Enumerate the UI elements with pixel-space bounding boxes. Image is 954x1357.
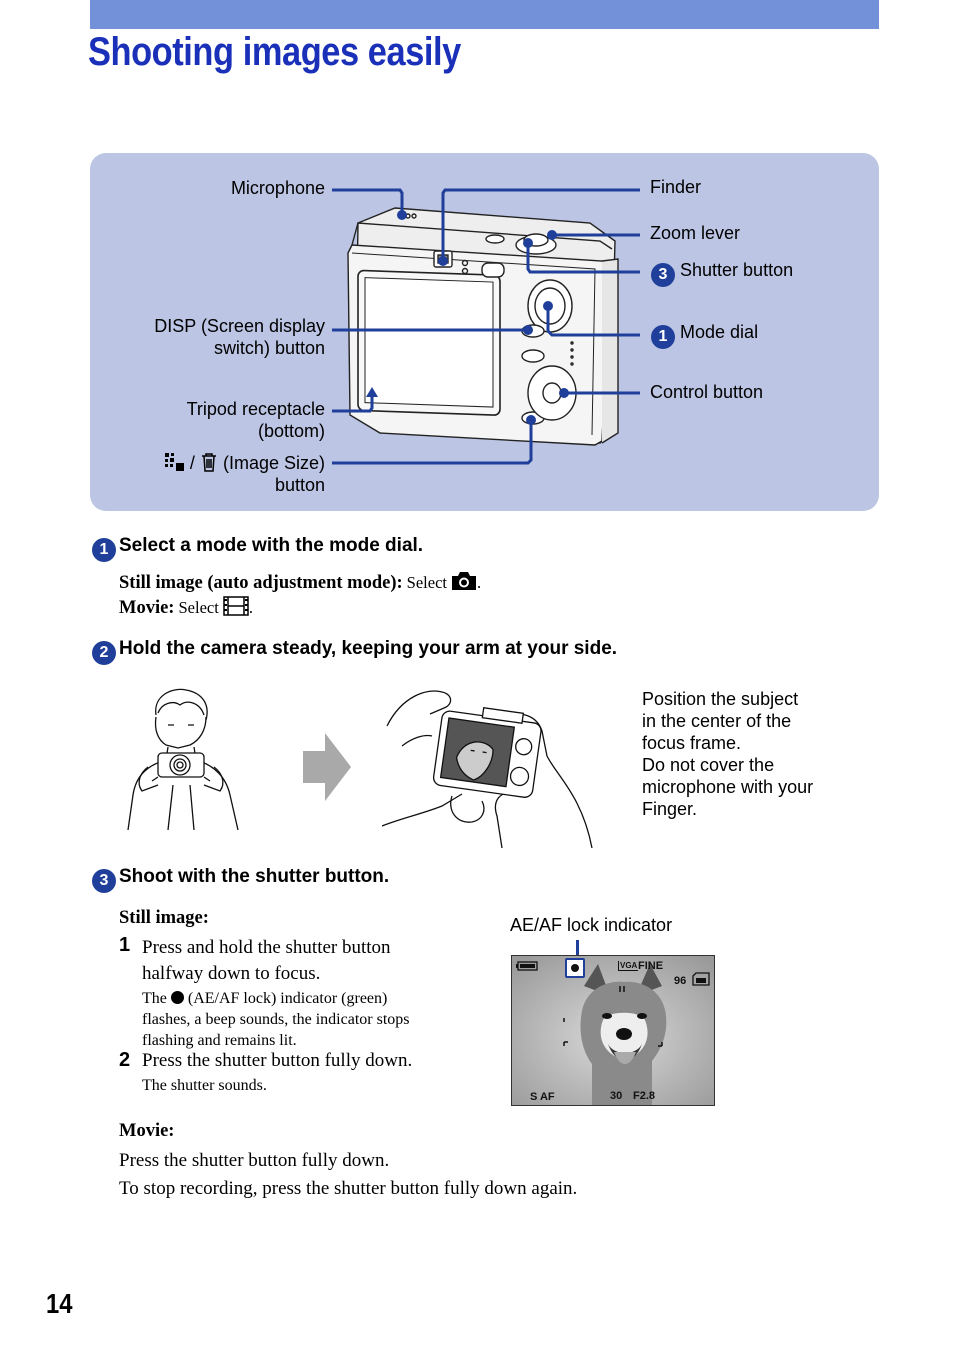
label-image-size-text: (Image Size) xyxy=(222,453,325,473)
label-mode-dial: 1 Mode dial xyxy=(651,321,758,349)
header-bar xyxy=(90,0,879,29)
label-tripod-line2: (bottom) xyxy=(257,421,325,441)
item1-note-line2: flashes, a beep sounds, the indicator st… xyxy=(142,1011,410,1028)
movie-line2: To stop recording, press the shutter but… xyxy=(119,1178,578,1199)
label-image-size-line2: button xyxy=(274,475,325,495)
movie-select-text: Select xyxy=(178,598,219,617)
slash-separator: / xyxy=(189,453,195,473)
note-line: Do not cover the xyxy=(642,755,775,775)
label-finder: Finder xyxy=(650,177,702,197)
label-disp-button: DISP (Screen display switch) button xyxy=(154,315,325,359)
lcd-focus-mode: S AF xyxy=(530,1091,555,1103)
dog-photo xyxy=(512,956,714,1105)
step-number-badge: 3 xyxy=(92,869,116,893)
step-number-badge: 1 xyxy=(92,538,116,562)
lcd-fine: FINE xyxy=(638,960,664,972)
item1-note-line1: The (AE/AF lock) indicator (green) xyxy=(142,988,410,1009)
hands-holding-camera-illustration xyxy=(382,690,593,848)
ae-af-lock-dot-icon xyxy=(170,991,184,1004)
item1-note-a: The xyxy=(142,990,167,1007)
arrow-right-icon xyxy=(303,733,351,801)
page-title: Shooting images easily xyxy=(88,30,461,74)
step2-note: Position the subject in the center of th… xyxy=(642,688,813,820)
label-tripod-line1: Tripod receptacle xyxy=(186,399,325,419)
movie-line1: Press the shutter button fully down. xyxy=(119,1150,390,1171)
ae-af-indicator-label: AE/AF lock indicator xyxy=(510,915,673,935)
lcd-aperture: F2.8 xyxy=(633,1090,656,1102)
label-shutter-button-text: Shutter button xyxy=(680,260,794,280)
step3-item1: Press and hold the shutter button halfwa… xyxy=(142,935,391,987)
leader-lines xyxy=(332,188,640,465)
person-holding-camera-illustration xyxy=(127,688,239,830)
movie-label: Movie: xyxy=(119,598,175,618)
period: . xyxy=(248,598,253,617)
label-disp-line1: DISP (Screen display xyxy=(154,316,325,336)
battery-icon xyxy=(516,961,538,971)
lcd-screen-preview: VGA FINE 96 S AF 30 F2.8 xyxy=(511,955,715,1106)
camera-diagram-panel: Microphone Finder Zoom lever 3 Shutter b… xyxy=(90,153,879,511)
step1-movie-line: Movie: Select . xyxy=(119,596,253,619)
label-control-button: Control button xyxy=(650,382,764,402)
ae-af-leader-line xyxy=(576,940,579,958)
step-number-badge: 3 xyxy=(651,263,675,287)
movie-heading: Movie: xyxy=(119,1121,175,1141)
step3-item1-note: The (AE/AF lock) indicator (green) flash… xyxy=(142,988,410,1051)
item1-line1: Press and hold the shutter button xyxy=(142,937,391,958)
item1-note-b: (AE/AF lock) indicator (green) xyxy=(187,990,388,1007)
note-line: Finger. xyxy=(642,799,698,819)
step3-heading-text: Shoot with the shutter button. xyxy=(119,866,390,887)
label-shutter-button: 3 Shutter button xyxy=(651,259,793,287)
step3-item2-note: The shutter sounds. xyxy=(142,1077,267,1094)
lcd-shutter-speed: 30 xyxy=(610,1090,623,1102)
label-mode-dial-text: Mode dial xyxy=(680,322,759,342)
page-number: 14 xyxy=(46,1288,73,1319)
leader-dots xyxy=(366,210,569,425)
lcd-vga: VGA xyxy=(618,961,639,971)
note-line: Position the subject xyxy=(642,689,799,709)
item1-line2: halfway down to focus. xyxy=(142,963,321,984)
still-image-heading: Still image: xyxy=(119,908,209,928)
label-disp-line2: switch) button xyxy=(213,338,325,358)
item1-note-line3: flashing and remains lit. xyxy=(142,1032,297,1049)
ae-af-lock-dot-icon xyxy=(571,964,579,972)
note-line: in the center of the xyxy=(642,711,792,731)
camera-illustration xyxy=(347,207,619,446)
label-image-size-line1: / (Image Size) xyxy=(164,452,325,474)
label-tripod-receptacle: Tripod receptacle (bottom) xyxy=(187,398,325,442)
list-number: 1 xyxy=(119,934,131,956)
step1-heading-text: Select a mode with the mode dial. xyxy=(119,535,424,556)
still-image-select-text: Select xyxy=(406,573,447,592)
lcd-shot-count: 96 xyxy=(674,975,687,987)
label-zoom-lever: Zoom lever xyxy=(650,223,741,243)
memory-card-icon xyxy=(692,972,710,986)
camera-mode-icon xyxy=(451,572,476,590)
step-number-badge: 1 xyxy=(651,325,675,349)
step-number-badge: 2 xyxy=(92,641,116,665)
period: . xyxy=(476,573,482,592)
label-image-size-button: / (Image Size) button xyxy=(164,452,325,496)
movie-mode-icon xyxy=(223,596,249,616)
still-image-label: Still image (auto adjustment mode): xyxy=(119,573,403,593)
note-line: microphone with your xyxy=(642,777,814,797)
camera-diagram xyxy=(332,188,640,465)
step1-still-line: Still image (auto adjustment mode): Sele… xyxy=(119,571,481,594)
note-line: focus frame. xyxy=(642,733,742,753)
ae-af-lock-indicator xyxy=(565,958,585,978)
image-size-icon xyxy=(164,453,184,471)
trash-icon xyxy=(201,453,216,472)
label-microphone: Microphone xyxy=(230,178,325,198)
list-number: 2 xyxy=(119,1049,131,1071)
step3-item2: Press the shutter button fully down. xyxy=(142,1050,413,1071)
step2-heading-text: Hold the camera steady, keeping your arm… xyxy=(119,638,618,659)
